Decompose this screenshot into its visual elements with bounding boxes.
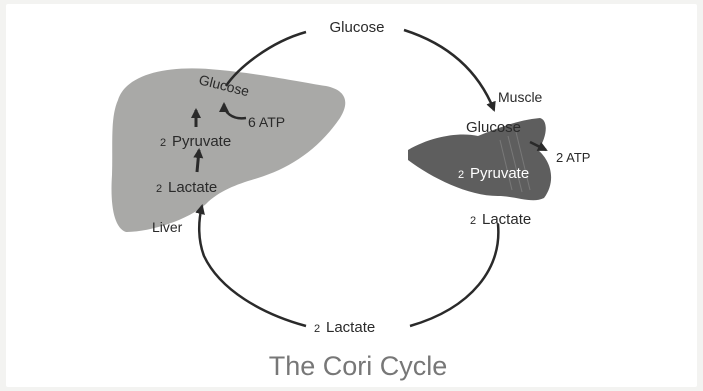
liver-name-label: Liver bbox=[152, 219, 183, 235]
bottom-lactate-coef: 2 bbox=[314, 323, 320, 335]
muscle-pyruvate-label: Pyruvate bbox=[470, 165, 529, 182]
top-glucose-label: Glucose bbox=[329, 19, 384, 36]
muscle-lactate-label: Lactate bbox=[482, 211, 531, 228]
muscle-lactate-coef: 2 bbox=[470, 215, 476, 227]
bottom-lactate-label: Lactate bbox=[326, 319, 375, 336]
liver-lactate-label: Lactate bbox=[168, 179, 217, 196]
cycle-arc-bottom-right bbox=[410, 224, 498, 326]
muscle-glucose-label: Glucose bbox=[466, 119, 521, 136]
muscle-pyruvate-coef: 2 bbox=[458, 169, 464, 181]
arrow-lactate-to-pyruvate bbox=[197, 150, 199, 172]
liver-atp-label: 6 ATP bbox=[248, 114, 285, 130]
liver-pyruvate-coef: 2 bbox=[160, 137, 166, 149]
muscle-name-label: Muscle bbox=[498, 89, 543, 105]
liver-pyruvate-label: Pyruvate bbox=[172, 133, 231, 150]
liver-lactate-coef: 2 bbox=[156, 183, 162, 195]
diagram-title: The Cori Cycle bbox=[269, 351, 448, 381]
muscle-atp-label: 2 ATP bbox=[556, 150, 590, 165]
cycle-arc-bottom-left bbox=[199, 206, 306, 326]
cycle-arc-top-right bbox=[404, 30, 494, 110]
